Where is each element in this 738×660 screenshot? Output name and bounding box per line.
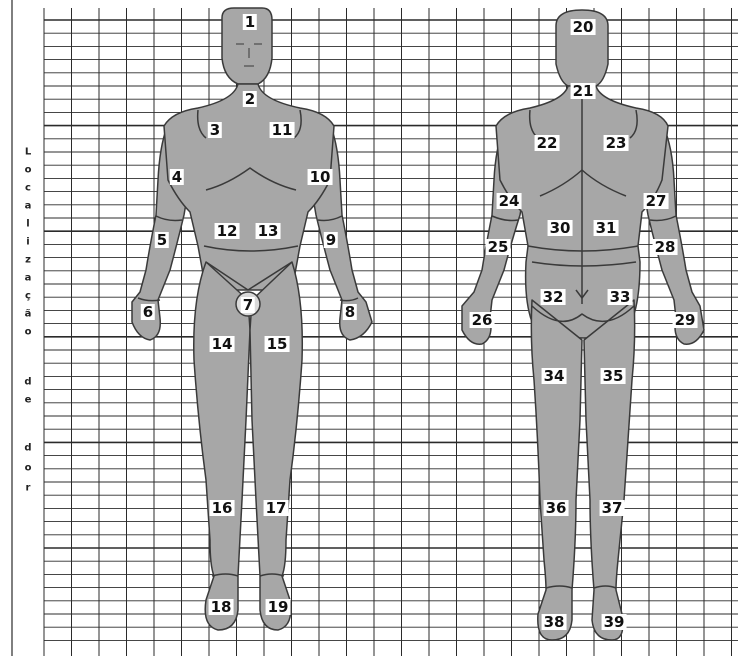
region-label-34[interactable]: 34 bbox=[542, 368, 567, 384]
region-label-7[interactable]: 7 bbox=[241, 297, 255, 313]
region-label-15[interactable]: 15 bbox=[265, 336, 290, 352]
region-label-21[interactable]: 21 bbox=[571, 83, 596, 99]
side-title-letter: d bbox=[23, 377, 33, 388]
region-label-25[interactable]: 25 bbox=[486, 239, 511, 255]
side-title-letter: l bbox=[23, 219, 33, 230]
region-label-9[interactable]: 9 bbox=[324, 232, 338, 248]
back-left-leg bbox=[584, 300, 635, 640]
region-label-3[interactable]: 3 bbox=[208, 122, 222, 138]
region-label-2[interactable]: 2 bbox=[243, 91, 257, 107]
region-label-24[interactable]: 24 bbox=[497, 193, 522, 209]
region-label-32[interactable]: 32 bbox=[541, 289, 566, 305]
side-title-letter: r bbox=[23, 483, 33, 494]
region-label-23[interactable]: 23 bbox=[604, 135, 629, 151]
region-label-37[interactable]: 37 bbox=[600, 500, 625, 516]
region-label-12[interactable]: 12 bbox=[215, 223, 240, 239]
region-label-30[interactable]: 30 bbox=[548, 220, 573, 236]
region-label-29[interactable]: 29 bbox=[673, 312, 698, 328]
side-title-letter: o bbox=[23, 327, 33, 338]
side-title-letter: L bbox=[23, 147, 33, 158]
side-title-letter: z bbox=[23, 255, 33, 266]
side-title-letter: d bbox=[23, 443, 33, 454]
region-label-5[interactable]: 5 bbox=[155, 232, 169, 248]
region-label-10[interactable]: 10 bbox=[308, 169, 333, 185]
side-title-letter: o bbox=[23, 165, 33, 176]
region-label-11[interactable]: 11 bbox=[270, 122, 295, 138]
side-title-letter: a bbox=[23, 273, 33, 284]
region-label-4[interactable]: 4 bbox=[170, 169, 184, 185]
region-label-19[interactable]: 19 bbox=[266, 599, 291, 615]
region-label-6[interactable]: 6 bbox=[141, 304, 155, 320]
region-label-8[interactable]: 8 bbox=[343, 304, 357, 320]
region-label-28[interactable]: 28 bbox=[653, 239, 678, 255]
region-label-27[interactable]: 27 bbox=[644, 193, 669, 209]
side-title-letter: ç bbox=[23, 291, 33, 302]
side-title-letter: c bbox=[23, 183, 33, 194]
side-title-letter: i bbox=[23, 237, 33, 248]
region-label-20[interactable]: 20 bbox=[571, 19, 596, 35]
region-label-18[interactable]: 18 bbox=[209, 599, 234, 615]
side-title-letter: e bbox=[23, 395, 33, 406]
side-title-letter: o bbox=[23, 463, 33, 474]
back-body-figure bbox=[462, 10, 704, 640]
region-label-26[interactable]: 26 bbox=[470, 312, 495, 328]
region-label-1[interactable]: 1 bbox=[243, 14, 257, 30]
region-label-33[interactable]: 33 bbox=[608, 289, 633, 305]
region-label-16[interactable]: 16 bbox=[210, 500, 235, 516]
region-label-31[interactable]: 31 bbox=[594, 220, 619, 236]
region-label-13[interactable]: 13 bbox=[256, 223, 281, 239]
region-label-14[interactable]: 14 bbox=[210, 336, 235, 352]
front-torso bbox=[164, 84, 334, 290]
region-label-38[interactable]: 38 bbox=[542, 614, 567, 630]
region-label-39[interactable]: 39 bbox=[602, 614, 627, 630]
region-label-17[interactable]: 17 bbox=[264, 500, 289, 516]
region-label-36[interactable]: 36 bbox=[544, 500, 569, 516]
side-title-letter: a bbox=[23, 201, 33, 212]
side-title-letter: ã bbox=[23, 309, 33, 320]
region-label-22[interactable]: 22 bbox=[535, 135, 560, 151]
region-label-35[interactable]: 35 bbox=[601, 368, 626, 384]
